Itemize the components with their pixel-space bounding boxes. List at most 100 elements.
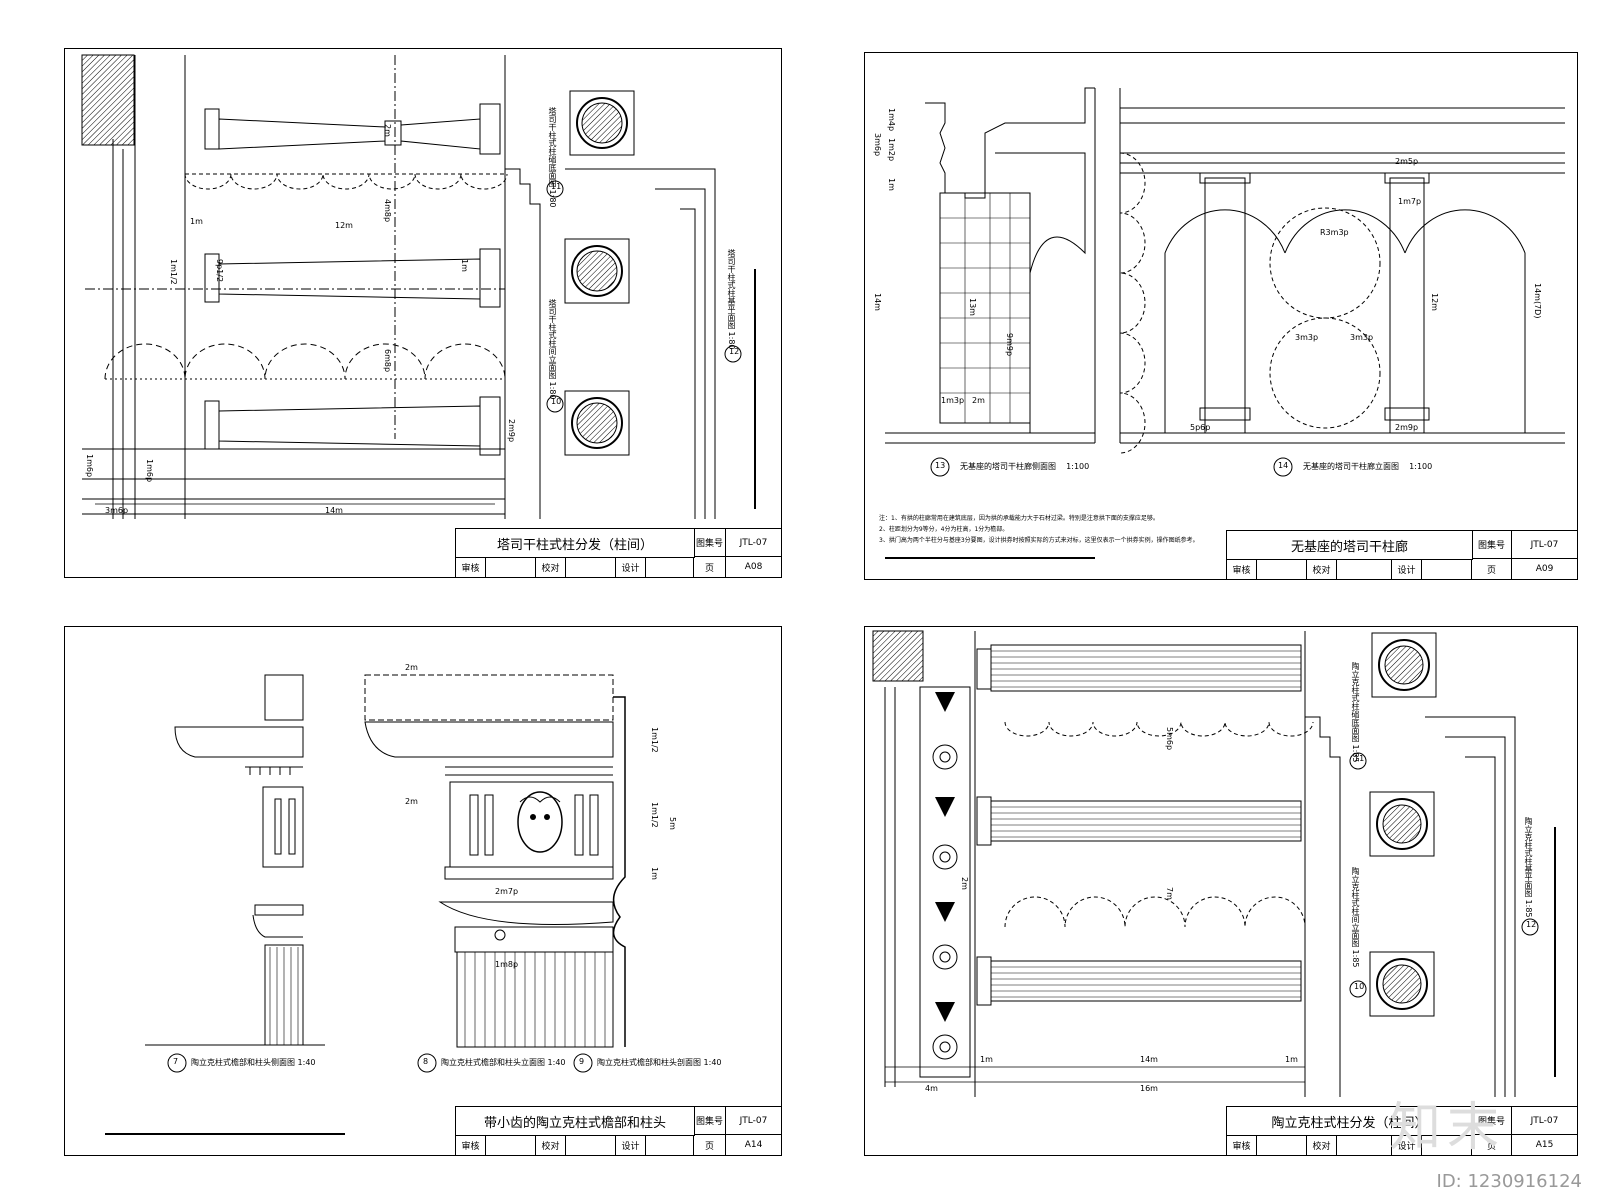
dim-label: 14m	[325, 506, 343, 515]
view-label-11: 11 塔司干柱式柱础底面图 1:80	[548, 107, 557, 208]
view-num-11: 11	[551, 182, 562, 191]
dim-label: 6m8p	[383, 349, 392, 373]
page-label: 页	[1472, 1135, 1512, 1155]
dashed-circles	[1119, 152, 1381, 454]
dim-label: 1m3p	[941, 396, 965, 405]
dim-label: 3m3p	[1295, 333, 1319, 342]
column-middle	[204, 248, 501, 308]
dim-label: 1m	[190, 217, 203, 226]
dim-label: 1m1/2	[169, 259, 178, 285]
view-marker-11	[546, 180, 564, 198]
dim-label: 1m1/2	[650, 802, 659, 828]
doric-column-spacing-drawing	[872, 630, 1556, 1097]
dim-label: 2m	[383, 124, 392, 137]
dim-label: 14m(7D)	[1533, 283, 1542, 319]
view-num-10: 10	[551, 397, 562, 406]
dim-label: 1m4p	[887, 108, 896, 132]
drawing-sheet-a14: 7 陶立克柱式檐部和柱头侧面图 1:40 8 陶立克柱式檐部和柱头立面图 1:4…	[64, 626, 782, 1156]
page-label: 页	[1472, 559, 1512, 579]
design-label: 设计	[616, 557, 646, 577]
check-label: 校对	[536, 557, 566, 577]
dim-label: 2m5p	[1395, 157, 1419, 166]
view-label-14: 无基座的塔司干柱廊立面图 1:100	[1303, 462, 1433, 471]
dim-label: 14m	[873, 293, 882, 311]
dim-label: 2m	[972, 396, 985, 405]
dim-label: 12m	[335, 221, 353, 230]
ox-skull-ornament	[517, 791, 563, 853]
dim-label: 1m	[980, 1055, 993, 1064]
arc-row-upper	[184, 173, 508, 190]
dim-label: 2m9p	[507, 419, 516, 443]
title-block: 塔司干柱式柱分发（柱间） 图集号 JTL-07 审核 校对 设计 页 A08	[455, 528, 781, 577]
watermark-id: ID: 1230916124	[1436, 1171, 1582, 1192]
dim-label: 4m	[925, 1084, 938, 1093]
view-label-10: 陶立克柱式柱间立面图 1:85	[1351, 867, 1360, 968]
plan-square-2	[564, 238, 630, 304]
review-label: 审核	[1227, 1135, 1257, 1155]
dim-label: 2m7p	[495, 887, 519, 896]
view-label-7: 陶立克柱式檐部和柱头侧面图 1:40	[191, 1058, 316, 1067]
arc-rows	[1004, 721, 1314, 928]
design-label: 设计	[1392, 559, 1422, 579]
column-2	[1384, 172, 1430, 434]
review-label: 审核	[456, 1135, 486, 1155]
check-label: 校对	[1307, 559, 1337, 579]
fluted-column-lower	[976, 956, 1302, 1006]
dim-label: 3m3p	[1350, 333, 1374, 342]
page-number: A15	[1535, 1140, 1554, 1150]
note-line: 3、拱门高为两个半柱分与基座3分要图，设计拱券时按照实际的方式来对标，这里仅表示…	[879, 537, 1199, 544]
dim-label: 2m	[405, 663, 418, 672]
sheet-title: 塔司干柱式柱分发（柱间）	[456, 529, 695, 558]
colonnade-drawing	[885, 87, 1565, 559]
notes: 注：1、有拱的柱廊常用在建筑底层，因为拱的承载能力大于石材过梁。特别是注意拱下面…	[879, 513, 1239, 546]
review-label: 审核	[456, 557, 486, 577]
plan-square-3	[1369, 951, 1435, 1017]
metope-ornaments	[935, 692, 955, 1022]
dim-label: 5m6p	[1165, 727, 1174, 751]
dim-label: 1m1/2	[650, 727, 659, 753]
dim-label: 2m9p	[1395, 423, 1419, 432]
dim-label: 1m6p	[85, 454, 94, 478]
view-label-12: 塔司干柱式柱基平面图 1:80	[727, 249, 736, 350]
title-block: 无基座的塔司干柱廊 图集号 JTL-07 审核 校对 设计 页 A09	[1226, 530, 1577, 579]
view-marker-13	[930, 457, 950, 477]
frieze-ornaments	[932, 744, 958, 1060]
design-label: 设计	[1392, 1135, 1422, 1155]
dim-label: 5m	[668, 817, 677, 830]
note-line: 注：1、有拱的柱廊常用在建筑底层，因为拱的承载能力大于石材过梁。特别是注意拱下面…	[879, 515, 1159, 522]
check-label: 校对	[1307, 1135, 1337, 1155]
atlas-label: 图集号	[1472, 531, 1512, 559]
title-block: 陶立克柱式柱分发（柱间） 图集号 JTL-07 审核 校对 设计 页 A15	[1226, 1106, 1577, 1155]
view-marker-8	[417, 1053, 437, 1073]
view-num-11: 11	[1354, 754, 1365, 763]
column-lower	[204, 396, 501, 456]
dim-label: 13m	[968, 298, 977, 316]
dim-label: 1m	[887, 178, 896, 191]
dim-label: 1m6p	[145, 459, 154, 483]
dim-label: 14m	[1140, 1055, 1158, 1064]
dim-label: 2m	[960, 877, 969, 890]
page-label: 页	[694, 1135, 726, 1155]
sheet-title: 无基座的塔司干柱廊	[1227, 531, 1473, 560]
note-line: 2、柱距划分为9等分，4分为柱高，1分为檐部。	[879, 526, 1009, 533]
dim-label: 9m9p	[1005, 333, 1014, 357]
view-label-8: 陶立克柱式檐部和柱头立面图 1:40	[441, 1058, 566, 1067]
fluted-column-upper	[976, 644, 1302, 692]
atlas-number: JTL-07	[726, 529, 781, 557]
atlas-label: 图集号	[694, 1107, 726, 1135]
design-label: 设计	[616, 1135, 646, 1155]
atlas-number: JTL-07	[1512, 1107, 1577, 1135]
dim-label: 1m	[1285, 1055, 1298, 1064]
view-marker-10	[546, 395, 564, 413]
view-label-10: 塔司干柱式柱间立面图 1:80	[548, 299, 557, 400]
view-marker-9	[573, 1053, 593, 1073]
view-num-13: 13	[935, 461, 946, 470]
column-upper	[204, 103, 501, 155]
view-num-10: 10	[1354, 982, 1365, 991]
atlas-number: JTL-07	[726, 1107, 781, 1135]
dim-label: 9p1/2	[215, 259, 224, 283]
drawing-sheet-a15: 11 陶立克柱式柱础底面图 1:85 10 陶立克柱式柱间立面图 1:85 12…	[864, 626, 1578, 1156]
review-label: 审核	[1227, 559, 1257, 579]
plan-square-2	[1369, 791, 1435, 857]
view-num-12: 12	[1526, 920, 1537, 929]
